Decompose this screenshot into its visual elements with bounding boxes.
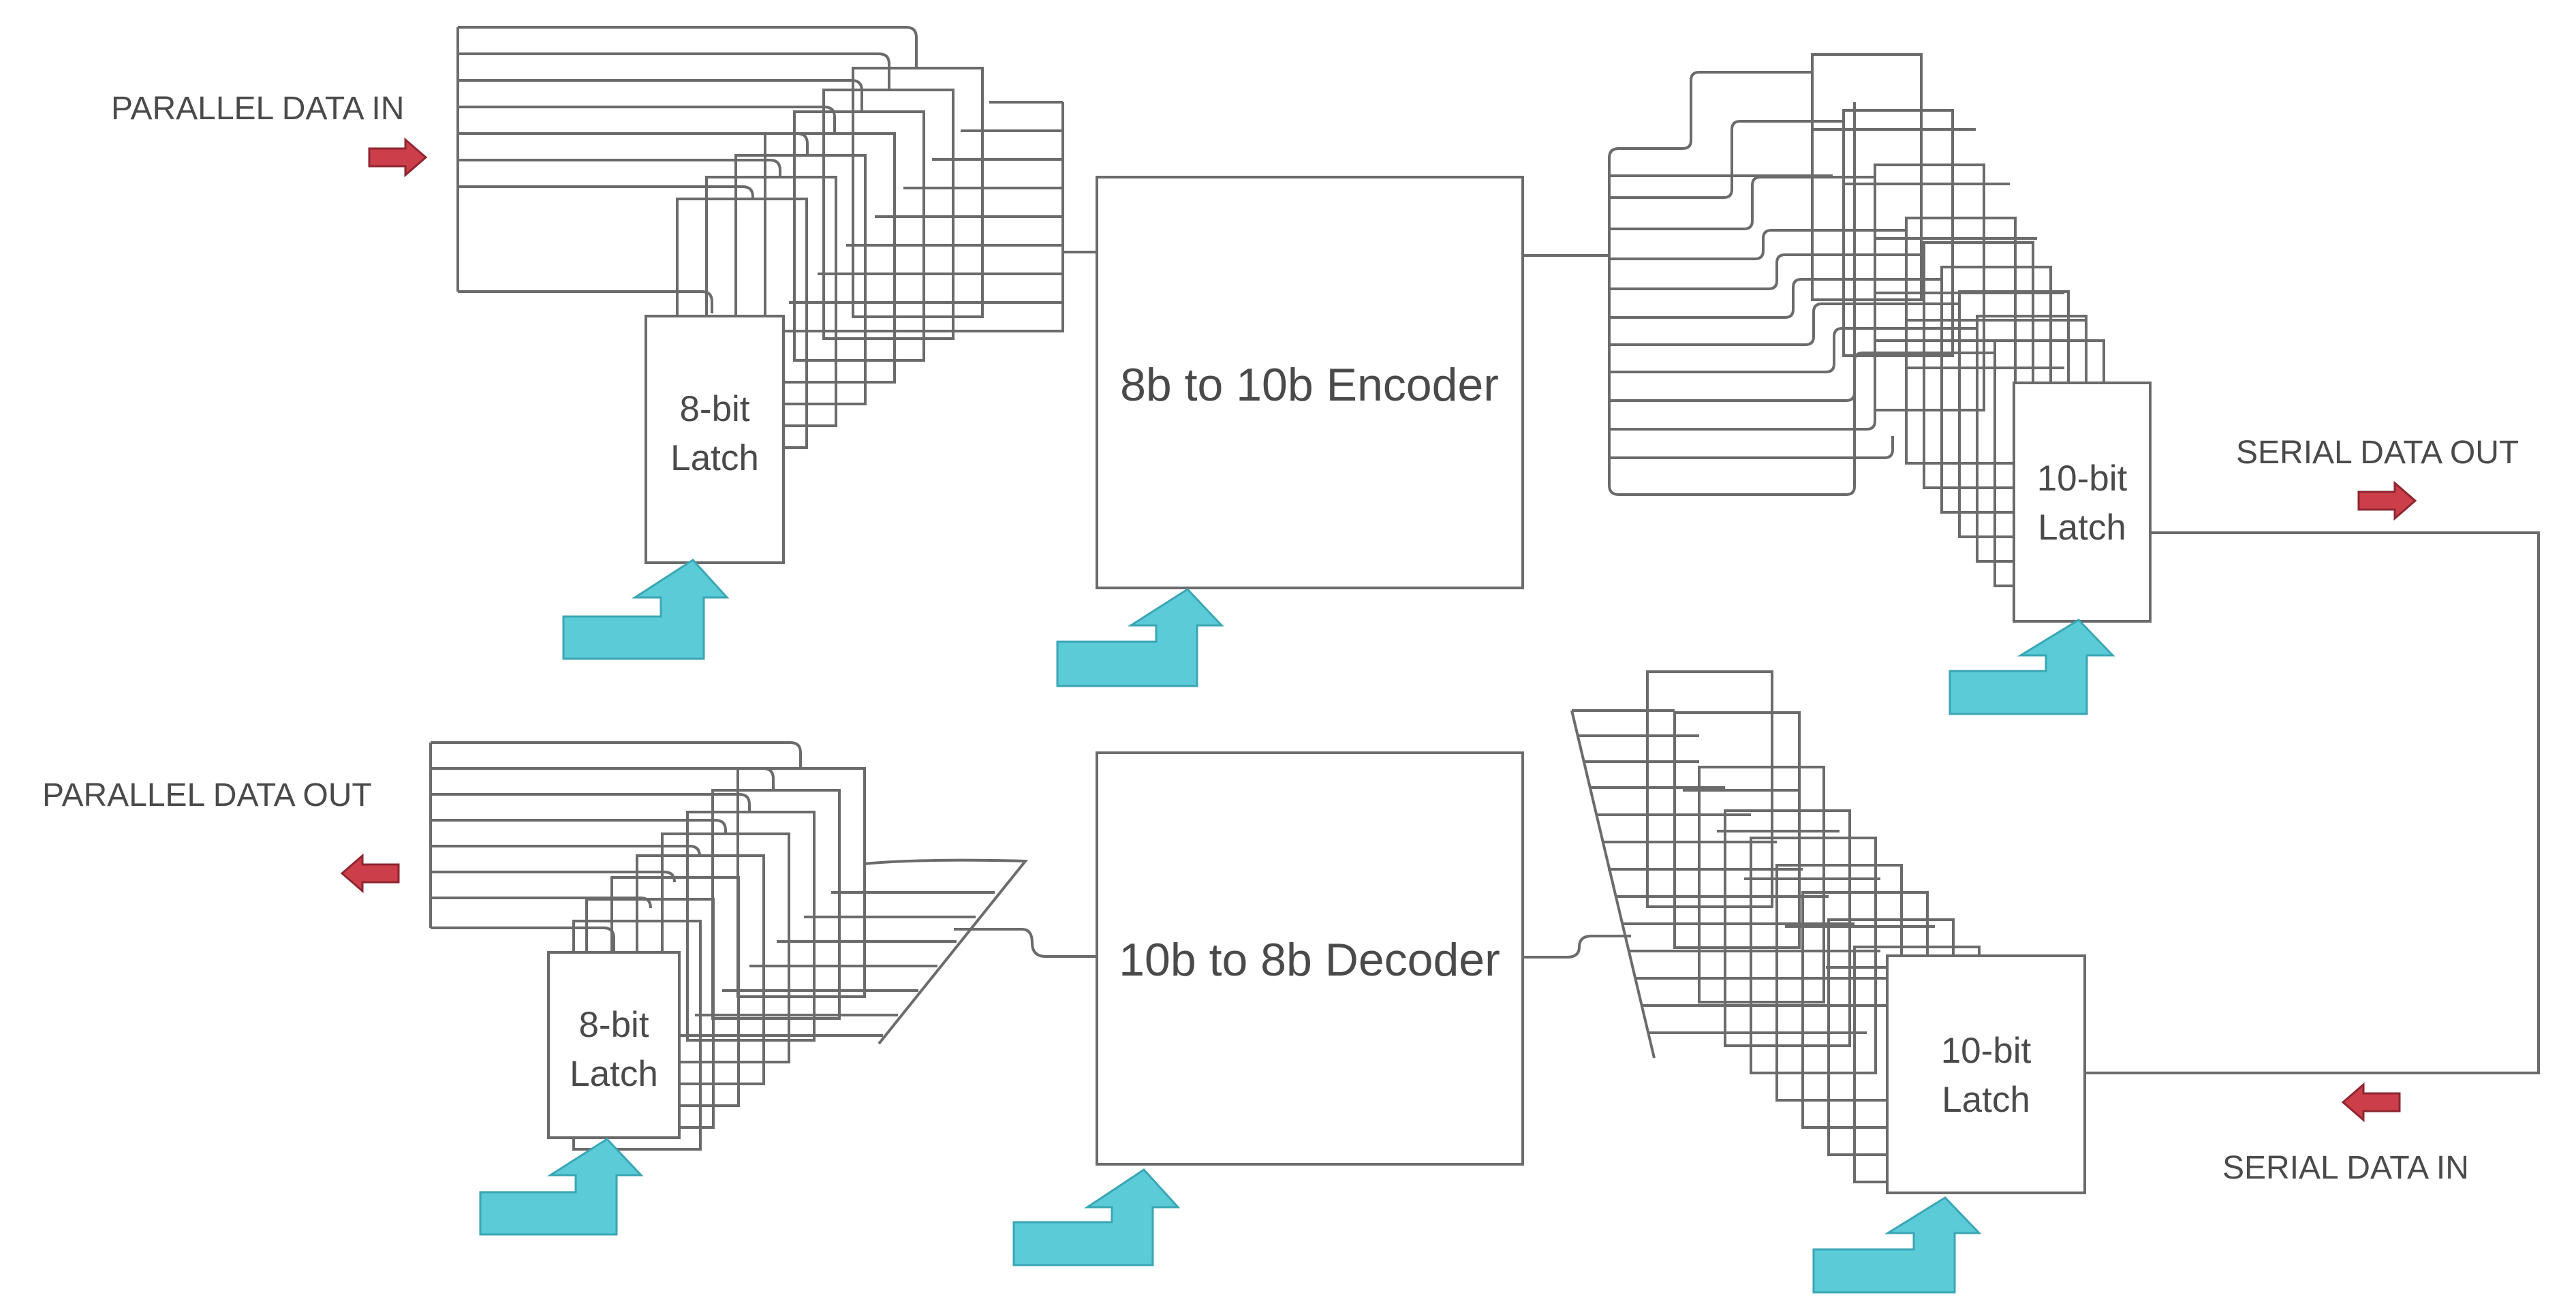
serial-loopback-wire [2085,531,2540,1074]
encoder-clock-arrow-icon [1056,588,1224,687]
rx-10bit-latch-label-line1: 10-bit [1941,1031,2032,1071]
decoder-label: 10b to 8b Decoder [1119,934,1500,986]
tx-10bit-latch-label-line1: 10-bit [2037,458,2128,499]
serial-data-out-label: SERIAL DATA OUT [2236,435,2519,471]
parallel-data-out-label: PARALLEL DATA OUT [42,777,372,813]
serial-out-arrow-icon [2357,480,2417,521]
encoder-box [1096,176,1524,589]
serial-data-in-label: SERIAL DATA IN [2222,1150,2469,1186]
parallel-in-arrow-icon [368,137,428,178]
parallel-out-arrow-icon [340,853,400,894]
decoder-in-wire [1523,935,1631,959]
decoder-block: 10b to 8b Decoder [1096,751,1631,1166]
rx-10bit-latch-stack: 10-bit Latch [1570,670,2086,1194]
encoder-label: 8b to 10b Encoder [1120,359,1499,411]
tx-parallel-in-bus [456,26,1097,332]
parallel-data-in-label: PARALLEL DATA IN [111,91,404,127]
tx-10bit-bus [1608,71,2085,496]
tx-10bit-latch-clock-arrow-icon [1949,619,2115,715]
tx-8bit-latch-front [645,315,785,564]
tx-8bit-latch-label-line1: 8-bit [679,389,749,429]
serial-in-arrow-icon [2341,1082,2401,1123]
tx-10bit-latch-front [2013,382,2152,623]
rx-8bit-latch-clock-arrow-icon [479,1138,644,1236]
rx-8bit-latch-stack: 8-bit Latch [429,741,1097,1151]
tx-10bit-latch-label-line2: Latch [2038,508,2126,548]
rx-parallel-out-bus [429,741,1097,1045]
rx-10bit-latch-label-line2: Latch [1942,1080,2030,1120]
decoder-box [1096,751,1524,1166]
tx-8bit-latch-clock-arrow-icon [562,559,730,660]
tx-8bit-latch-label-line2: Latch [670,438,759,478]
rx-10bit-latch-clock-arrow-icon [1812,1196,1982,1294]
decoder-clock-arrow-icon [1012,1168,1181,1266]
encoder-block: 8b to 10b Encoder [1096,176,1609,589]
rx-8bit-latch-label-line1: 8-bit [578,1005,649,1045]
rx-10bit-bus [1570,709,1962,1059]
tx-8bit-latch-stack: 8-bit Latch [456,26,1097,564]
tx-10bit-latch-stack: 10-bit Latch [1608,53,2540,1074]
rx-8bit-latch-front [547,951,681,1139]
rx-10bit-latch-front [1886,954,2086,1194]
rx-8bit-latch-label-line2: Latch [570,1054,658,1094]
